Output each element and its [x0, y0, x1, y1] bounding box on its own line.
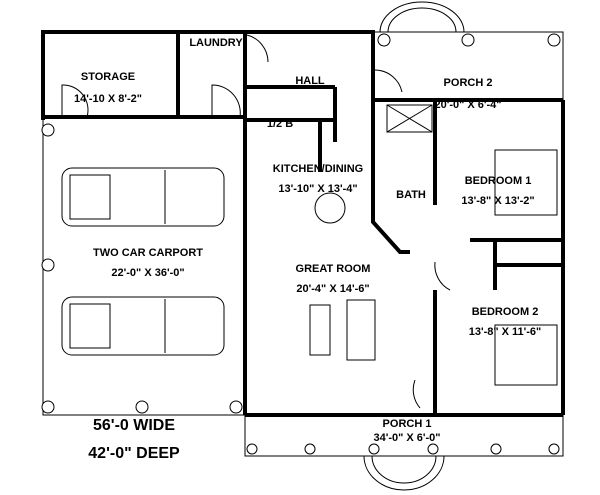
car-icon [61, 296, 225, 356]
dining-table-icon [314, 192, 346, 224]
room-label-kitchen: KITCHEN/DINING [273, 163, 363, 175]
room-label-half-bath: 1/2 B [267, 118, 293, 130]
sofa-icon [346, 299, 376, 361]
shower-icon [386, 104, 433, 133]
porch2-arch [379, 1, 465, 33]
room-label-laundry: LAUNDRY [189, 37, 243, 49]
room-label-storage: STORAGE [81, 71, 135, 83]
room-label-bedroom2: BEDROOM 2 [472, 306, 539, 318]
carport-outline [42, 116, 246, 416]
bed-icon [494, 149, 558, 386]
room-size-carport: 22'-0" X 36'-0" [111, 267, 184, 279]
overall-width: 56'-0 WIDE [93, 417, 175, 434]
exterior-walls [41, 30, 565, 417]
room-size-porch2: 20'-0" X 6'-4" [434, 99, 501, 111]
doors [61, 34, 451, 409]
room-label-great-room: GREAT ROOM [296, 263, 371, 275]
room-size-bedroom2: 13'-8" X 11'-6" [469, 326, 542, 338]
porch1-outline [244, 414, 564, 457]
room-label-bath: BATH [396, 189, 426, 201]
room-size-great-room: 20'-4" X 14'-6" [296, 283, 369, 295]
porch2-outline [372, 31, 564, 101]
room-size-storage: 14'-10 X 8'-2" [74, 93, 142, 105]
room-label-porch2: PORCH 2 [444, 77, 493, 89]
porch1-arch [363, 455, 445, 491]
room-label-hall: HALL [295, 75, 325, 87]
room-size-porch1: 34'-0" X 6'-0" [373, 432, 440, 444]
room-label-bedroom1: BEDROOM 1 [465, 175, 532, 187]
room-label-carport: TWO CAR CARPORT [93, 247, 203, 259]
overall-depth: 42'-0" DEEP [88, 445, 180, 462]
coffee-table-icon [309, 304, 331, 356]
room-size-kitchen: 13'-10" X 13'-4" [278, 183, 357, 195]
room-size-bedroom1: 13'-8" X 13'-2" [461, 195, 534, 207]
columns [41, 33, 561, 455]
car-icon [61, 167, 225, 227]
room-label-porch1: PORCH 1 [383, 418, 432, 430]
